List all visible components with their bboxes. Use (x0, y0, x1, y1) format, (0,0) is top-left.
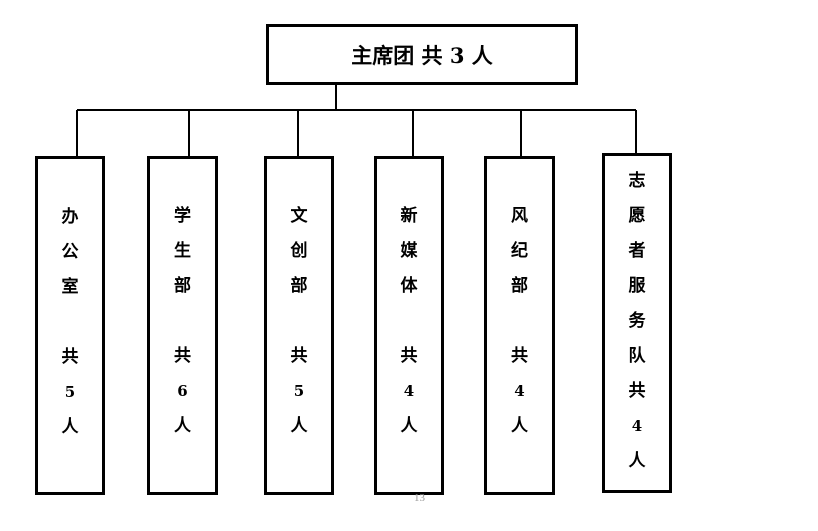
dept-name: 学 生 部 (174, 206, 191, 296)
dept-name: 志 愿 者 服 务 队 (628, 171, 646, 366)
dept-node-new-media: 新 媒 体 共 4 人 (374, 156, 444, 495)
dept-name: 办 公 室 (61, 207, 79, 297)
dept-node-office: 办 公 室 共 5 人 (35, 156, 105, 495)
dept-node-creative: 文 创 部 共 5 人 (264, 156, 334, 495)
dept-name: 文 创 部 (290, 206, 308, 296)
dept-member-count: 共 5 人 (290, 346, 308, 436)
dept-name: 新 媒 体 (400, 206, 418, 296)
dept-member-count: 共 4 人 (400, 346, 418, 436)
dept-member-count: 共 6 人 (174, 346, 191, 436)
root-node-presidium: 主席团 共 3 人 (266, 24, 578, 85)
dept-member-count: 共 4 人 (511, 346, 528, 436)
dept-member-count: 共 4 人 (628, 381, 646, 471)
dept-member-count: 共 5 人 (61, 347, 79, 437)
dept-name: 风 纪 部 (511, 206, 528, 296)
dept-node-volunteer: 志 愿 者 服 务 队 共 4 人 (602, 153, 672, 493)
root-node-label: 主席团 共 3 人 (351, 42, 493, 68)
dept-node-discipline: 风 纪 部 共 4 人 (484, 156, 555, 495)
dept-node-student: 学 生 部 共 6 人 (147, 156, 218, 495)
page-number: 13 (414, 492, 425, 504)
